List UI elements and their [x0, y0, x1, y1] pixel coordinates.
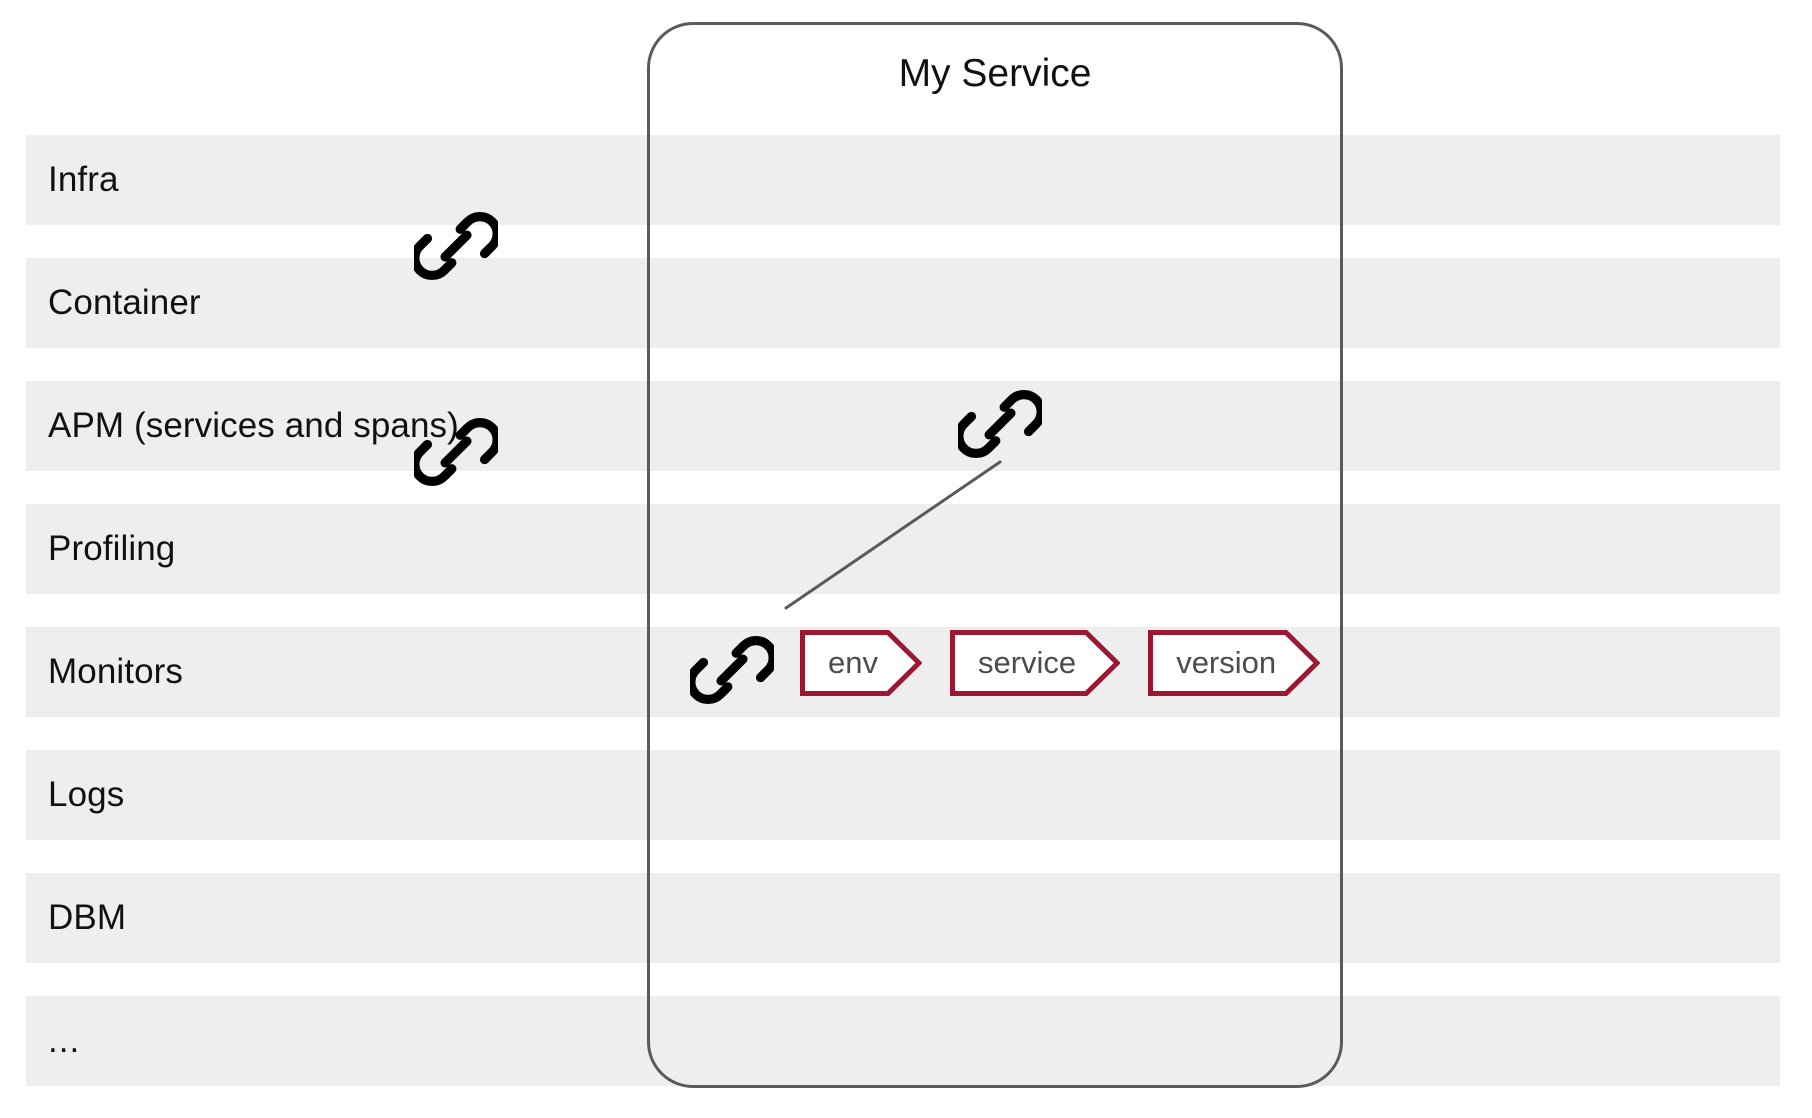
telemetry-row-label: DBM [48, 898, 127, 937]
tag-chip-shape [800, 630, 922, 696]
tag-chip-label: version [1176, 645, 1277, 680]
tag-chip-label: env [828, 645, 878, 680]
tag-chip-label: service [977, 645, 1077, 680]
telemetry-row: Logs [26, 750, 1780, 840]
link-icon-infra-container [414, 204, 498, 288]
tag-chip[interactable]: env [800, 630, 922, 696]
link-icon-tags-connector [958, 382, 1042, 466]
tag-chip[interactable]: version [1148, 630, 1321, 696]
tag-chip-row: env service version [800, 630, 1321, 696]
link-icon-tags [690, 628, 774, 712]
telemetry-row: ... [26, 996, 1780, 1086]
telemetry-row-label: ... [48, 1021, 81, 1060]
telemetry-row-label: Infra [48, 160, 119, 199]
telemetry-row-label: Monitors [48, 652, 184, 691]
page-title: My Service [898, 52, 1092, 95]
tag-chip-shape [1148, 630, 1321, 696]
tag-chip[interactable]: service [949, 630, 1121, 696]
tag-chip-shape [949, 630, 1121, 696]
telemetry-row: Profiling [26, 504, 1780, 594]
telemetry-row: Infra [26, 135, 1780, 225]
telemetry-row-label: APM (services and spans) [48, 406, 459, 445]
telemetry-row: DBM [26, 873, 1780, 963]
telemetry-row-label: Profiling [48, 529, 176, 568]
link-icon-apm-profiling [414, 410, 498, 494]
telemetry-row-label: Container [48, 283, 201, 322]
telemetry-row: Container [26, 258, 1780, 348]
telemetry-row: APM (services and spans) [26, 381, 1780, 471]
telemetry-row-label: Logs [48, 775, 125, 814]
